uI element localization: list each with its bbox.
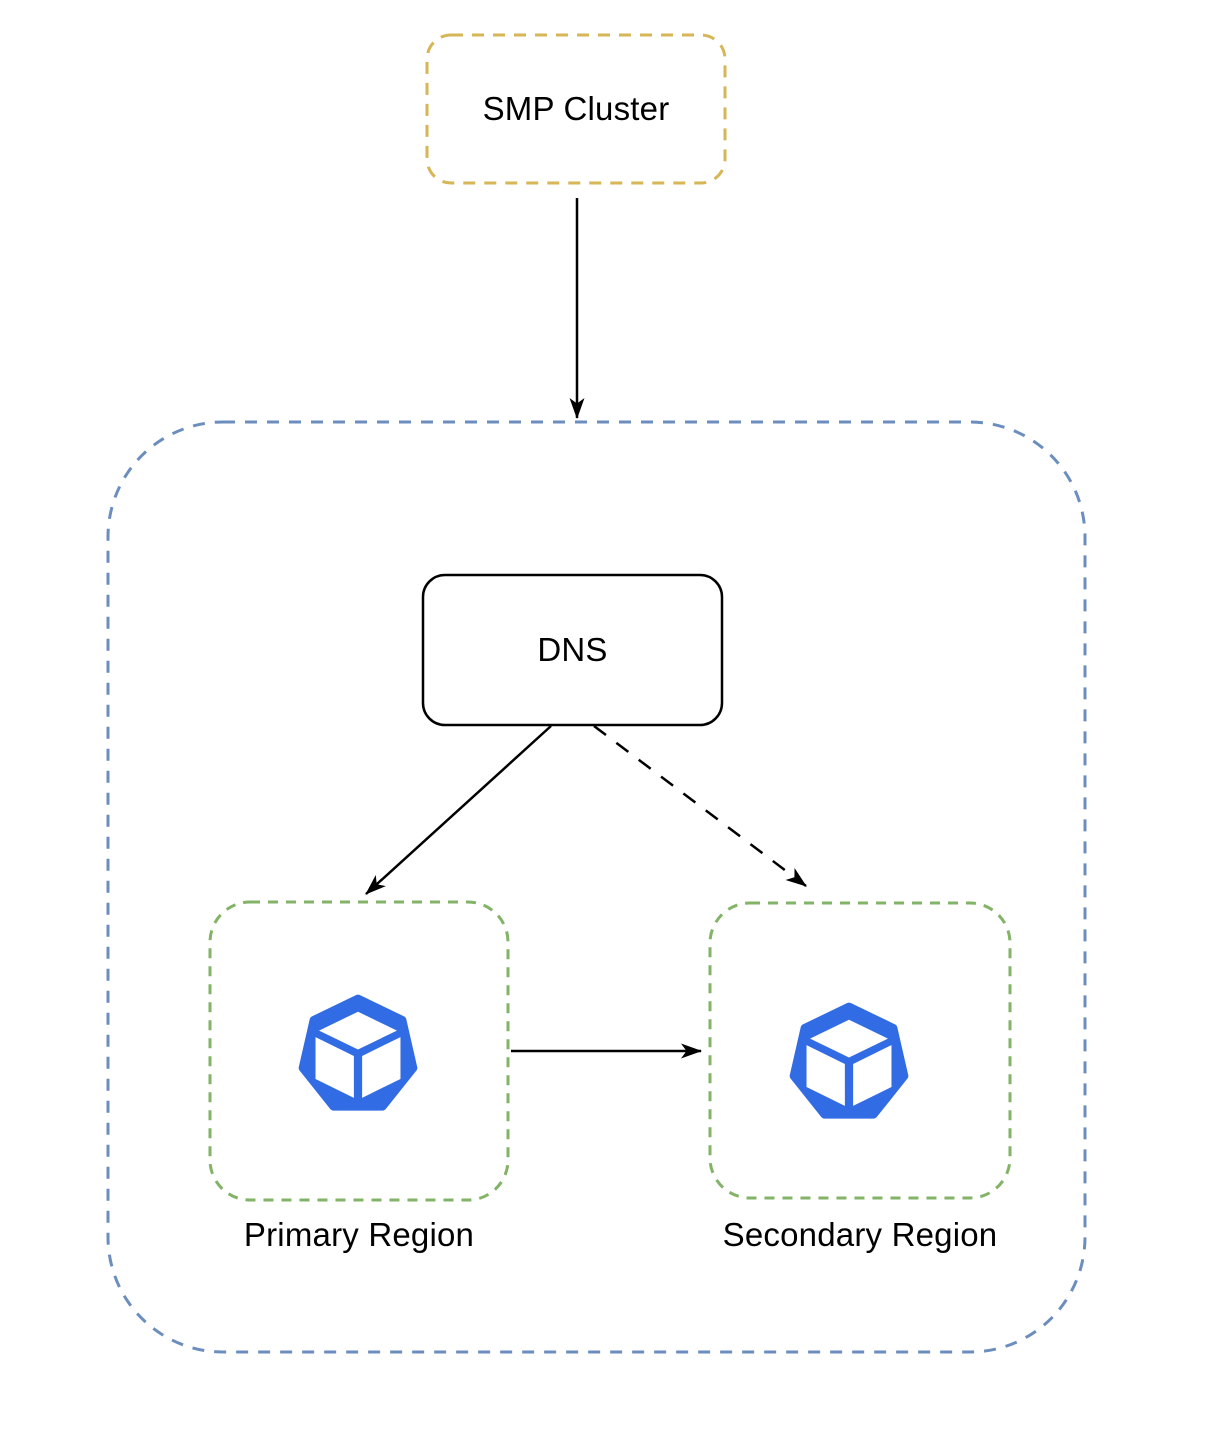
primary-region-label: Primary Region <box>243 1216 475 1254</box>
edge-dns-to-primary <box>365 725 552 895</box>
smp-cluster-node <box>425 33 727 185</box>
dns-label: DNS <box>537 631 608 669</box>
kubernetes-icon <box>303 999 413 1107</box>
dns-node <box>421 573 724 727</box>
dns-failover-container <box>106 420 1087 1354</box>
kubernetes-icon <box>794 1007 904 1115</box>
edge-dns-to-secondary <box>593 725 807 887</box>
smp-cluster-label: SMP Cluster <box>482 90 670 128</box>
secondary-region-label: Secondary Region <box>722 1216 998 1254</box>
